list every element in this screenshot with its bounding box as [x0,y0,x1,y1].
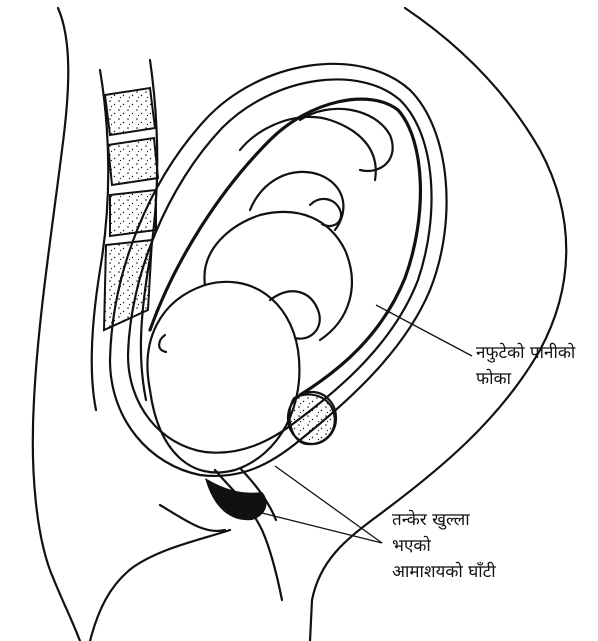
fetus-leg-upper [300,109,393,171]
uterus-inner-wall [128,79,432,452]
vertebra-2 [108,138,158,185]
sacrum [104,240,152,330]
label-amniotic-sac-line1: नफुटेको पानीको [476,340,575,366]
uterus-wall [110,64,447,476]
fetus-ear [159,335,166,352]
buttock-outline [90,530,230,641]
amniotic-membrane [150,99,420,395]
fetus-hand [310,199,341,226]
perineum [160,505,225,531]
label-amniotic-sac: नफुटेको पानीको फोका [476,340,575,392]
vertebra-3 [110,190,156,236]
leader-line-cervix-1 [275,466,382,543]
fetus-arm [270,291,320,338]
fetus-head [147,282,299,473]
pubic-bone [290,395,335,445]
fetus-body [204,212,351,340]
label-cervix-line3: आमाशयको घाँटी [392,559,496,585]
label-cervix-line1: तन्केर खुल्ला [392,507,496,533]
label-cervix-line2: भएको [392,533,496,559]
vertebra-1 [105,88,155,135]
label-cervix: तन्केर खुल्ला भएको आमाशयको घाँटी [392,507,496,585]
spine-curve [92,70,109,410]
label-amniotic-sac-line2: फोका [476,366,575,392]
back-outline [33,8,80,641]
cervix-shading [205,478,267,520]
